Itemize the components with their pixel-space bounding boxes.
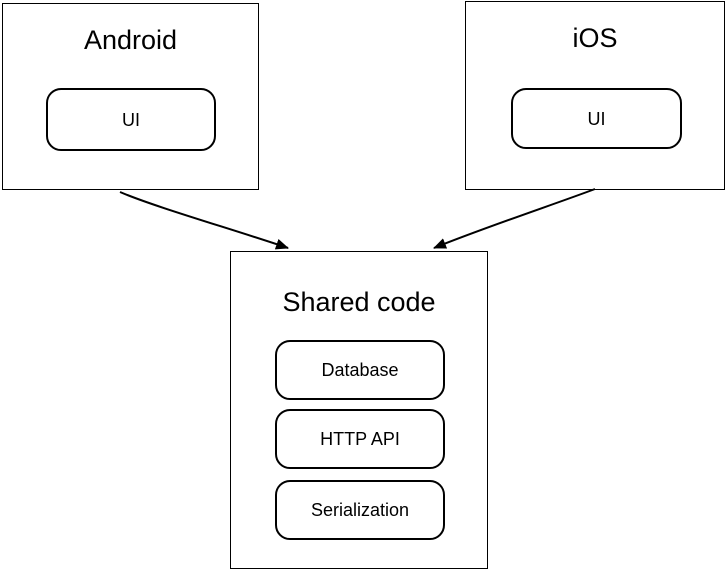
arrow-ios-to-shared [433,188,596,249]
subnode-serialization-label: Serialization [310,500,410,520]
subnode-ios-ui-label: UI [587,108,606,129]
subnode-android-ui: UI [46,88,216,151]
subnode-serialization: Serialization [275,480,445,540]
subnode-database: Database [275,340,445,400]
subnode-database-label: Database [321,360,399,380]
subnode-android-ui-label: UI [122,109,140,130]
arrow-android-to-shared [119,191,289,250]
subnode-http-api-label: HTTP API [320,429,400,449]
subnode-ios-ui: UI [511,88,682,149]
subnode-http-api: HTTP API [275,409,445,469]
node-android-title: Android [83,25,178,55]
node-shared-code-title: Shared code [282,287,436,317]
node-ios-title: iOS [572,23,618,53]
